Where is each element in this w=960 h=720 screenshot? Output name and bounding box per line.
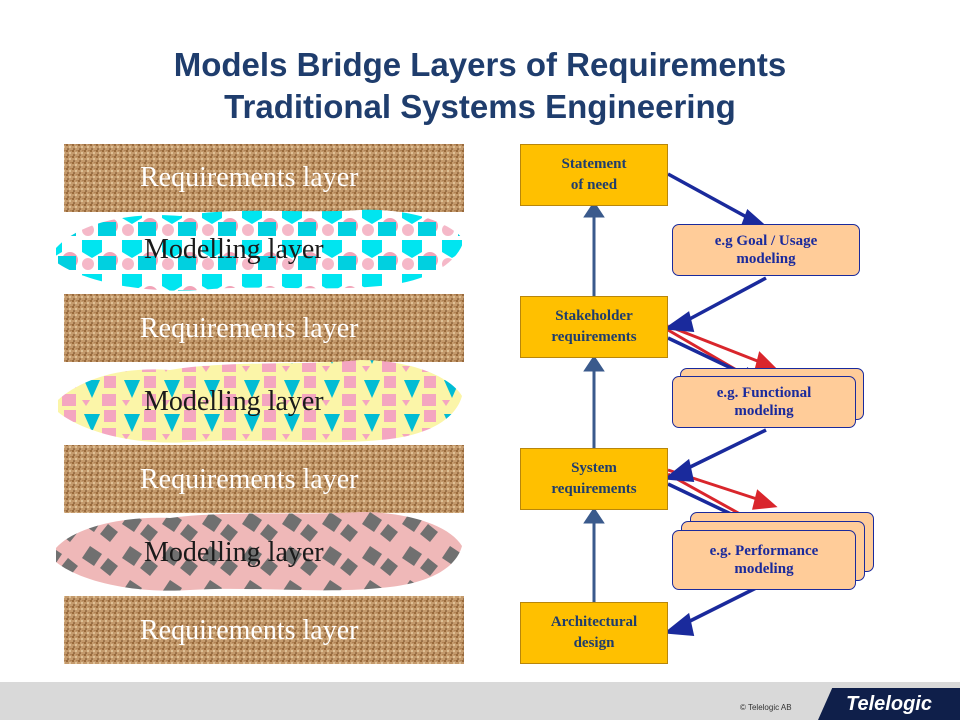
requirements-layer-label-2: Requirements layer bbox=[140, 313, 359, 344]
performance-line-1: e.g. Performance bbox=[709, 543, 819, 559]
title-line-2: Traditional Systems Engineering bbox=[224, 88, 736, 125]
requirements-layer-label-3: Requirements layer bbox=[140, 464, 359, 495]
system-line-1: System bbox=[571, 460, 617, 476]
system-requirements-box: System requirements bbox=[520, 448, 668, 510]
title-line-1: Models Bridge Layers of Requirements bbox=[173, 46, 787, 83]
footer-bar bbox=[0, 682, 960, 720]
logo-text: Telelogic bbox=[846, 692, 932, 715]
statement-line-2: of need bbox=[570, 177, 618, 193]
slide-title: Models Bridge Layers of Requirements Tra… bbox=[0, 44, 960, 128]
goal-usage-modeling-box: e.g Goal / Usage modeling bbox=[672, 224, 860, 276]
telelogic-logo: Telelogic bbox=[818, 688, 960, 720]
statement-line-1: Statement bbox=[561, 156, 627, 172]
architectural-line-1: Architectural bbox=[550, 614, 638, 630]
modelling-layer-label-3: Modelling layer bbox=[144, 537, 324, 568]
requirements-layer-label-4: Requirements layer bbox=[140, 615, 359, 646]
stakeholder-line-2: requirements bbox=[551, 329, 637, 345]
modelling-layer-label-1: Modelling layer bbox=[144, 234, 324, 265]
stakeholder-line-1: Stakeholder bbox=[555, 308, 633, 324]
requirements-layer-label-1: Requirements layer bbox=[140, 162, 359, 193]
performance-line-2: modeling bbox=[734, 561, 794, 577]
goal-line-2: modeling bbox=[736, 251, 796, 267]
architectural-design-box: Architectural design bbox=[520, 602, 668, 664]
functional-modeling-box: e.g. Functional modeling bbox=[672, 376, 856, 428]
goal-line-1: e.g Goal / Usage bbox=[714, 233, 818, 249]
architectural-line-2: design bbox=[573, 635, 615, 651]
stakeholder-requirements-box: Stakeholder requirements bbox=[520, 296, 668, 358]
performance-modeling-box: e.g. Performance modeling bbox=[672, 530, 856, 590]
statement-of-need-box: Statement of need bbox=[520, 144, 668, 206]
system-line-2: requirements bbox=[551, 481, 637, 497]
functional-line-1: e.g. Functional bbox=[716, 385, 812, 401]
modelling-layer-label-2: Modelling layer bbox=[144, 386, 324, 417]
copyright-text: © Telelogic AB bbox=[740, 703, 792, 712]
functional-line-2: modeling bbox=[734, 403, 794, 419]
